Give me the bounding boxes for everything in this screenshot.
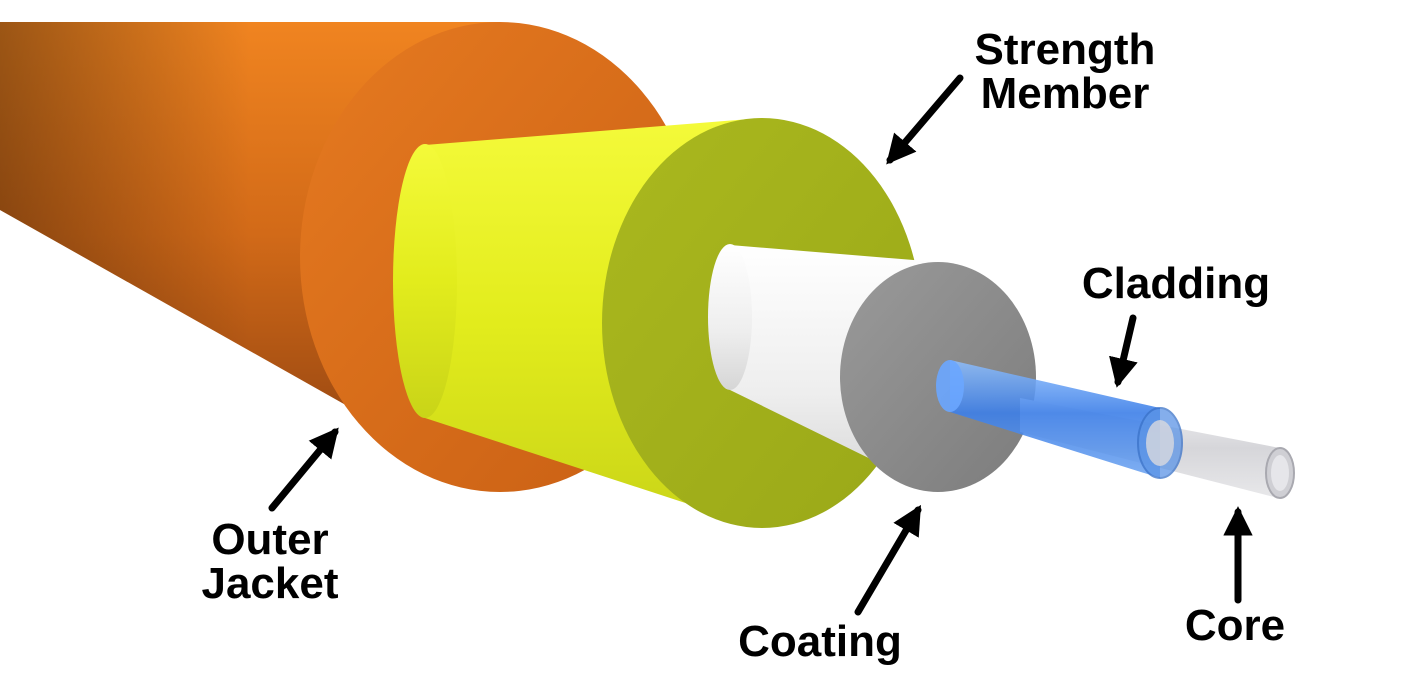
label-core: Core bbox=[1165, 604, 1305, 648]
cladding bbox=[936, 360, 1183, 479]
label-strength-member-line1: Strength bbox=[974, 25, 1156, 74]
annotation-arrows bbox=[268, 74, 1253, 616]
label-outer-jacket-line2: Jacket bbox=[201, 559, 339, 608]
label-outer-jacket-line1: Outer bbox=[211, 515, 329, 564]
arrow-outer-jacket bbox=[268, 427, 339, 512]
label-coating: Coating bbox=[720, 620, 920, 664]
arrow-coating bbox=[854, 504, 922, 616]
label-strength-member-line2: Member bbox=[980, 69, 1150, 118]
label-cladding-text: Cladding bbox=[1081, 259, 1271, 308]
arrow-cladding bbox=[1109, 314, 1138, 388]
label-strength-member: Strength Member bbox=[955, 28, 1175, 116]
label-cladding: Cladding bbox=[1066, 262, 1286, 306]
label-outer-jacket: Outer Jacket bbox=[180, 518, 360, 606]
label-coating-text: Coating bbox=[738, 617, 902, 666]
arrow-strength-member bbox=[886, 74, 964, 165]
label-core-text: Core bbox=[1184, 601, 1286, 650]
